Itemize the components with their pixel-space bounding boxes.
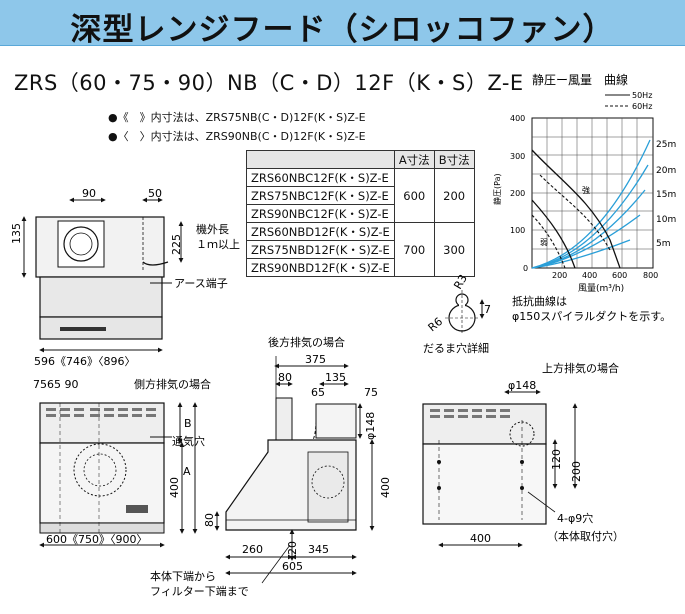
length-label: 25m <box>656 140 676 150</box>
x-axis-label: 風量(m³/h) <box>578 283 624 294</box>
spec-model: ZRS90NBD12F(K・S)Z-E <box>246 258 395 277</box>
earth-terminal-label: アース端子 <box>174 277 228 290</box>
front-dim-90: 90 <box>82 187 96 200</box>
side-dim-135: 135 <box>325 371 346 384</box>
chart-title: 静圧ー風量 曲線 <box>532 72 628 87</box>
weak-label: 弱 <box>540 238 548 247</box>
bottom-width: 600《750》〈900〉 <box>46 533 148 546</box>
top-dim-120: 120 <box>550 449 563 470</box>
mount-holes-label: 4-φ9穴 <box>557 511 593 525</box>
model-number: ZRS（60・75・90）NB（C・D）12F（K・S）Z-E <box>14 71 524 95</box>
mount-holes-note: （本体取付穴） <box>547 529 624 543</box>
top-exhaust-label: 上方排気の場合 <box>542 361 619 375</box>
side-dim-80b: 80 <box>203 513 216 527</box>
chart-caption-2: φ150スパイラルダクトを示す。 <box>512 309 671 323</box>
front-dim-135: 135 <box>10 223 23 244</box>
bottom-top-dims: 7565 90 <box>33 378 79 391</box>
front-dim-225: 225 <box>170 234 183 255</box>
spec-model: ZRS75NBD12F(K・S)Z-E <box>246 240 395 259</box>
legend-60hz: 60Hz <box>632 102 652 111</box>
spec-b-value: 300 <box>433 222 475 277</box>
y-tick: 300 <box>510 152 525 161</box>
cable-label-2: １ｍ以上 <box>196 238 240 251</box>
bottom-front-view: 7565 90 側方排気の場合 通気穴 B A 400 600《750》〈900… <box>33 377 211 548</box>
pressure-flow-chart: 静圧ー風量 曲線 50Hz 60Hz 強 弱 25m 20m <box>492 72 676 323</box>
spec-model: ZRS60NBD12F(K・S)Z-E <box>246 222 395 241</box>
spec-model: ZRS60NBC12F(K・S)Z-E <box>246 168 395 187</box>
front-view: 90 50 135 225 機外長 １ｍ以上 アース端子 596《746》〈89… <box>10 187 240 368</box>
side-exhaust-label: 側方排気の場合 <box>134 377 211 391</box>
spec-header-a: A寸法 <box>393 150 435 169</box>
vent-hole-label: 通気穴 <box>172 434 205 448</box>
side-dim-375: 375 <box>305 353 326 366</box>
front-dim-50: 50 <box>148 187 162 200</box>
spec-table: A寸法 B寸法 ZRS60NBC12F(K・S)Z-E 600 200 ZRS7… <box>246 150 475 277</box>
x-tick: 800 <box>643 271 658 280</box>
dama-r3: R3 <box>451 272 470 291</box>
side-dim-400: 400 <box>379 477 392 498</box>
y-tick: 0 <box>523 264 528 273</box>
length-label: 10m <box>656 215 676 225</box>
spec-header-model <box>246 150 395 169</box>
front-width: 596《746》〈896〉 <box>34 355 136 368</box>
strong-label: 強 <box>582 185 590 195</box>
top-dim-400: 400 <box>470 532 491 545</box>
dim-a: A <box>183 465 191 478</box>
filter-note-2: フィルター下端まで <box>150 585 249 598</box>
side-dim-148: φ148 <box>364 412 377 440</box>
x-tick: 200 <box>552 271 567 280</box>
y-axis-label: 静圧(Pa) <box>492 173 502 205</box>
spec-b-value: 200 <box>433 168 475 223</box>
top-view: 上方排気の場合 φ148 120 200 400 4-φ9穴 （本体取付穴） <box>422 361 624 548</box>
side-dim-260: 260 <box>242 543 263 556</box>
spec-a-value: 600 <box>393 168 435 223</box>
length-label: 15m <box>656 190 676 200</box>
dim-b: B <box>184 417 192 430</box>
side-dim-65: 65 <box>311 386 325 399</box>
rear-exhaust-label: 後方排気の場合 <box>268 335 345 349</box>
side-view: 後方排気の場合 375 80 135 65 75 φ148 400 80 20 … <box>150 335 392 598</box>
side-dim-75: 75 <box>364 386 378 399</box>
x-tick: 400 <box>582 271 597 280</box>
side-dim-605: 605 <box>282 560 303 573</box>
cable-label-1: 機外長 <box>196 222 229 236</box>
legend-50hz: 50Hz <box>632 91 652 100</box>
bottom-dim-400: 400 <box>168 477 181 498</box>
y-tick: 200 <box>510 189 525 198</box>
length-label: 20m <box>656 166 676 176</box>
title-bar: 深型レンジフード（シロッコファン） <box>0 0 685 48</box>
side-dim-20: 20 <box>286 541 299 555</box>
note-75: ●《 》内寸法は、ZRS75NB(C・D)12F(K・S)Z-E <box>108 111 366 124</box>
y-tick: 100 <box>510 226 525 235</box>
dama-label: だるま穴詳細 <box>423 341 489 355</box>
filter-note-1: 本体下端から <box>150 569 216 583</box>
dama-r6: R6 <box>426 315 446 334</box>
y-tick: 400 <box>510 114 525 123</box>
dama-hole-detail: 7 R3 R6 だるま穴詳細 <box>423 272 491 355</box>
length-label: 5m <box>656 239 671 249</box>
top-dim-148: φ148 <box>508 379 536 392</box>
side-dim-345: 345 <box>308 543 329 556</box>
side-dim-80: 80 <box>278 371 292 384</box>
chart-caption-1: 抵抗曲線は <box>512 294 567 308</box>
page-title: 深型レンジフード（シロッコファン） <box>70 12 615 48</box>
x-tick: 600 <box>612 271 627 280</box>
dama-dim-7: 7 <box>484 303 491 316</box>
top-dim-200: 200 <box>570 461 583 482</box>
note-90: ●〈 〉内寸法は、ZRS90NB(C・D)12F(K・S)Z-E <box>108 130 366 143</box>
